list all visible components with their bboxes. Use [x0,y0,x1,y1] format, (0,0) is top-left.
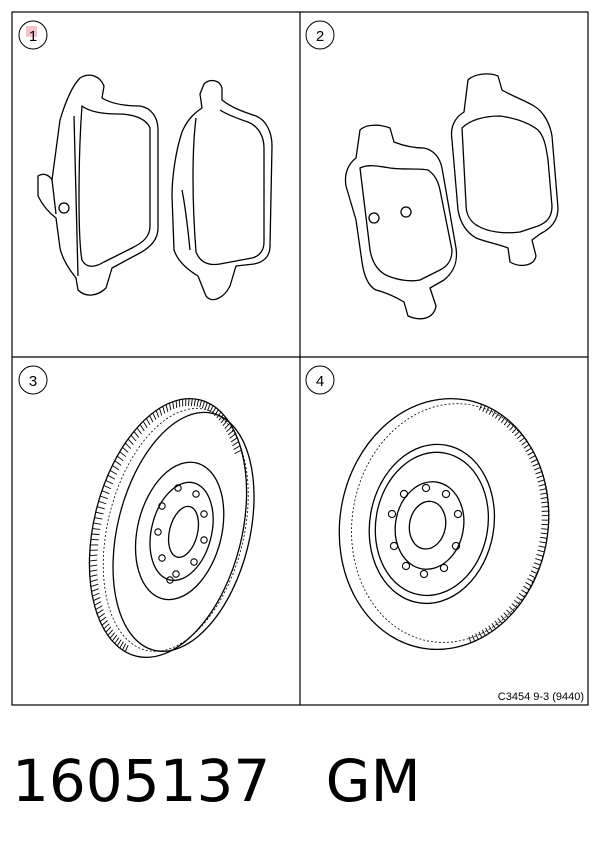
rear-brake-pad-right [450,73,559,267]
rear-disc-bolt-holes [387,483,463,579]
front-brake-pad-left [37,74,159,296]
part-number-line: 1605137 GM [12,752,421,810]
panel-grid [11,11,589,706]
front-disc-bolt-holes [154,484,208,584]
panel-2-number: 2 [305,20,335,50]
front-disc-vent-ticks [89,398,242,652]
svg-text:3: 3 [29,373,37,390]
rear-brake-disc [338,397,550,651]
figure-reference: C3454 9-3 (9440) [498,691,584,703]
svg-text:2: 2 [316,28,324,45]
svg-text:1: 1 [29,28,37,45]
panel-1-number: 1 [18,20,48,50]
part-number: 1605137 [12,747,271,815]
panel-4-number: 4 [305,365,335,395]
svg-text:4: 4 [316,373,324,390]
rear-disc-vent-ticks [468,404,549,643]
panel-3-number: 3 [18,365,48,395]
front-brake-pad-right [171,79,273,301]
brand: GM [325,747,421,815]
front-brake-disc [88,398,255,658]
rear-brake-pad-left [344,124,458,320]
